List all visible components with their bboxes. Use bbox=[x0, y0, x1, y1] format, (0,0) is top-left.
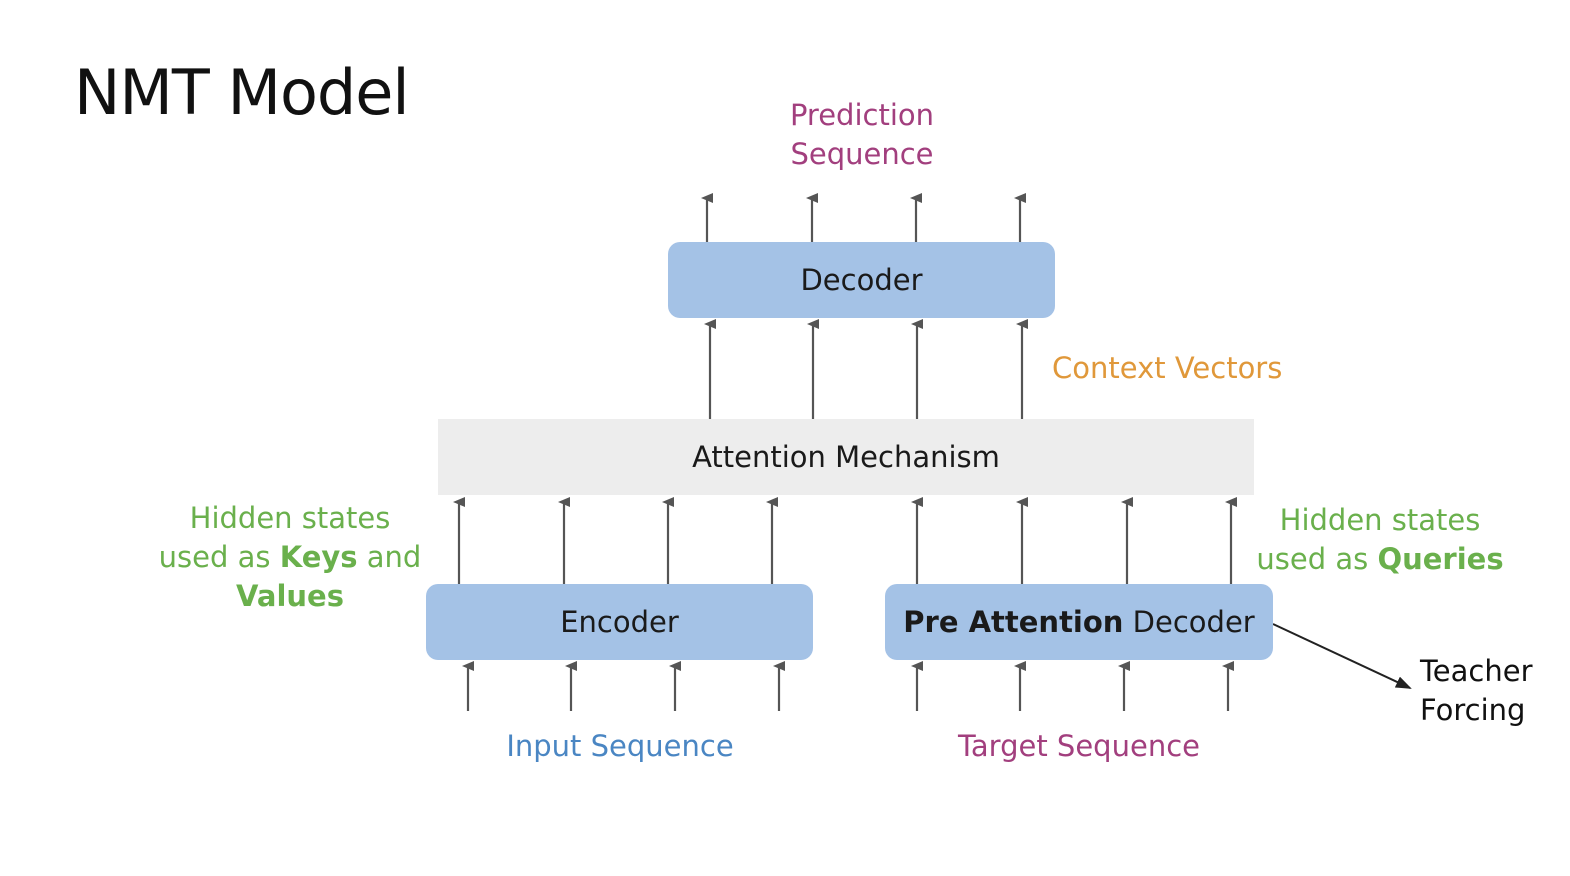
prediction-sequence-label: Prediction Sequence bbox=[742, 96, 982, 174]
context-vectors-label: Context Vectors bbox=[1052, 349, 1292, 388]
keys-values-label: Hidden states used as Keys and Values bbox=[150, 499, 430, 616]
teacher-forcing-arrow bbox=[1272, 623, 1412, 689]
teacher-line1: Teacher bbox=[1420, 654, 1533, 688]
pre-attention-label-bold: Pre Attention bbox=[903, 605, 1124, 639]
keys-line2: used as Keys and bbox=[150, 538, 430, 577]
target-sequence-text: Target Sequence bbox=[958, 729, 1200, 763]
prediction-line2: Sequence bbox=[790, 137, 934, 171]
decoder-label: Decoder bbox=[800, 263, 923, 297]
keys-line3: Values bbox=[236, 579, 344, 613]
teacher-forcing-label: Teacher Forcing bbox=[1420, 652, 1560, 730]
keys-line2-pre: used as bbox=[158, 540, 280, 574]
keys-line2-bold: Keys bbox=[279, 540, 358, 574]
queries-line2-pre: used as bbox=[1256, 542, 1378, 576]
pre-attention-decoder-box: Pre Attention Decoder bbox=[885, 584, 1273, 660]
teacher-line2: Forcing bbox=[1420, 693, 1526, 727]
keys-line1: Hidden states bbox=[189, 501, 391, 535]
queries-label: Hidden states used as Queries bbox=[1250, 501, 1510, 579]
page-title: NMT Model bbox=[74, 56, 410, 129]
attention-mechanism-label: Attention Mechanism bbox=[692, 440, 1000, 474]
context-vectors-text: Context Vectors bbox=[1052, 351, 1283, 385]
decoder-box: Decoder bbox=[668, 242, 1055, 318]
input-sequence-label: Input Sequence bbox=[470, 727, 770, 766]
target-sequence-label: Target Sequence bbox=[929, 727, 1229, 766]
prediction-line1: Prediction bbox=[789, 98, 935, 132]
pre-attention-label-rest: Decoder bbox=[1123, 605, 1255, 639]
input-sequence-text: Input Sequence bbox=[506, 729, 734, 763]
attention-mechanism-box: Attention Mechanism bbox=[438, 419, 1254, 495]
queries-line1: Hidden states bbox=[1279, 503, 1481, 537]
queries-line2-bold: Queries bbox=[1377, 542, 1504, 576]
encoder-label: Encoder bbox=[560, 605, 679, 639]
keys-line2-post: and bbox=[357, 540, 422, 574]
encoder-box: Encoder bbox=[426, 584, 813, 660]
queries-line2: used as Queries bbox=[1250, 540, 1510, 579]
